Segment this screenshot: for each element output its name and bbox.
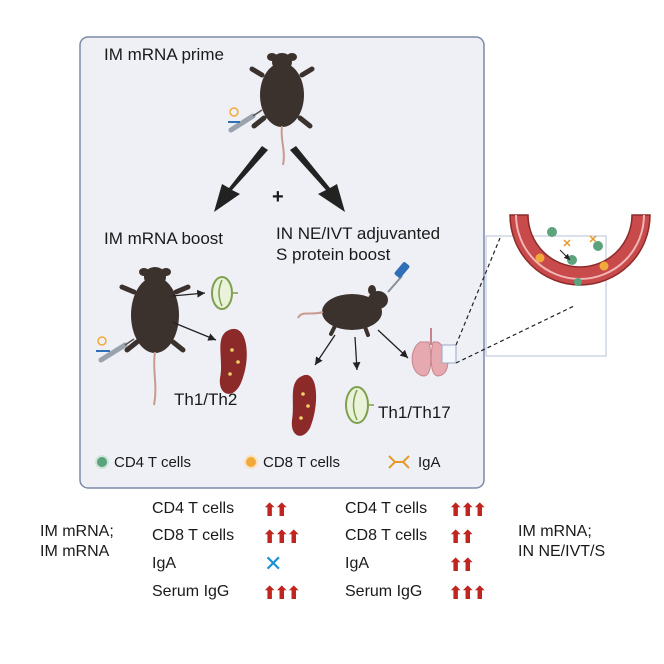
- right-group-label-line2: IN NE/IVT/S: [518, 543, 606, 560]
- left-increase-arrows-icon: ⬆⬆⬆: [262, 583, 301, 603]
- arrow-to-im-boost: [214, 146, 268, 212]
- right-row-label: IgA: [345, 555, 370, 572]
- right-row-label: CD4 T cells: [345, 500, 428, 517]
- spleen-icon: [219, 328, 247, 394]
- left-row-label: Serum IgG: [152, 583, 230, 600]
- prime-mouse-icon: [249, 53, 315, 166]
- im-boost-label: IM mRNA boost: [104, 229, 224, 248]
- left-no-response-icon: ✕: [264, 551, 283, 576]
- th-left-label: Th1/Th2: [174, 390, 238, 409]
- left-increase-arrows-icon: ⬆⬆: [262, 500, 289, 520]
- im-boost-mouse-icon: [119, 267, 191, 406]
- lymph-node-icon: [345, 386, 374, 424]
- left-group-label-line1: IM mRNA;: [40, 523, 114, 540]
- th-right-label: Th1/Th17: [378, 403, 451, 422]
- plus-sign: +: [272, 186, 284, 208]
- prime-label: IM mRNA prime: [104, 45, 224, 64]
- lymph-node-icon: [211, 276, 238, 310]
- in-boost-label-line1: IN NE/IVT adjuvanted: [276, 224, 441, 243]
- legend-cd4: CD4 T cells: [114, 454, 191, 471]
- in-boost-mouse-icon: [297, 285, 388, 337]
- syringe-icon: [96, 336, 135, 363]
- cd8-cell-icon: [244, 455, 258, 469]
- right-increase-arrows-icon: ⬆⬆⬆: [448, 500, 487, 520]
- iga-icon: [388, 455, 410, 469]
- experiment-panel: [79, 36, 485, 489]
- right-increase-arrows-icon: ⬆⬆⬆: [448, 583, 487, 603]
- right-group-label-line1: IM mRNA;: [518, 523, 592, 540]
- left-row-label: CD4 T cells: [152, 500, 235, 517]
- right-increase-arrows-icon: ⬆⬆: [448, 527, 475, 547]
- left-row-label: CD8 T cells: [152, 527, 235, 544]
- right-row-label: Serum IgG: [345, 583, 423, 600]
- right-row-label: CD8 T cells: [345, 527, 428, 544]
- right-increase-arrows-icon: ⬆⬆: [448, 555, 475, 575]
- arrow-to-in-boost: [290, 146, 345, 212]
- lungs-icon: [411, 328, 457, 377]
- left-group-label-line2: IM mRNA: [40, 543, 110, 560]
- syringe-icon: [228, 107, 263, 133]
- cd4-cell-icon: [95, 455, 109, 469]
- legend-cd8: CD8 T cells: [263, 454, 340, 471]
- legend-iga: IgA: [418, 454, 441, 471]
- spleen-icon: [291, 374, 317, 436]
- airway-tissue-icon: [509, 214, 651, 286]
- left-increase-arrows-icon: ⬆⬆⬆: [262, 527, 301, 547]
- pipette-icon: [387, 262, 410, 293]
- in-boost-label-line2: S protein boost: [276, 245, 391, 264]
- left-row-label: IgA: [152, 555, 177, 572]
